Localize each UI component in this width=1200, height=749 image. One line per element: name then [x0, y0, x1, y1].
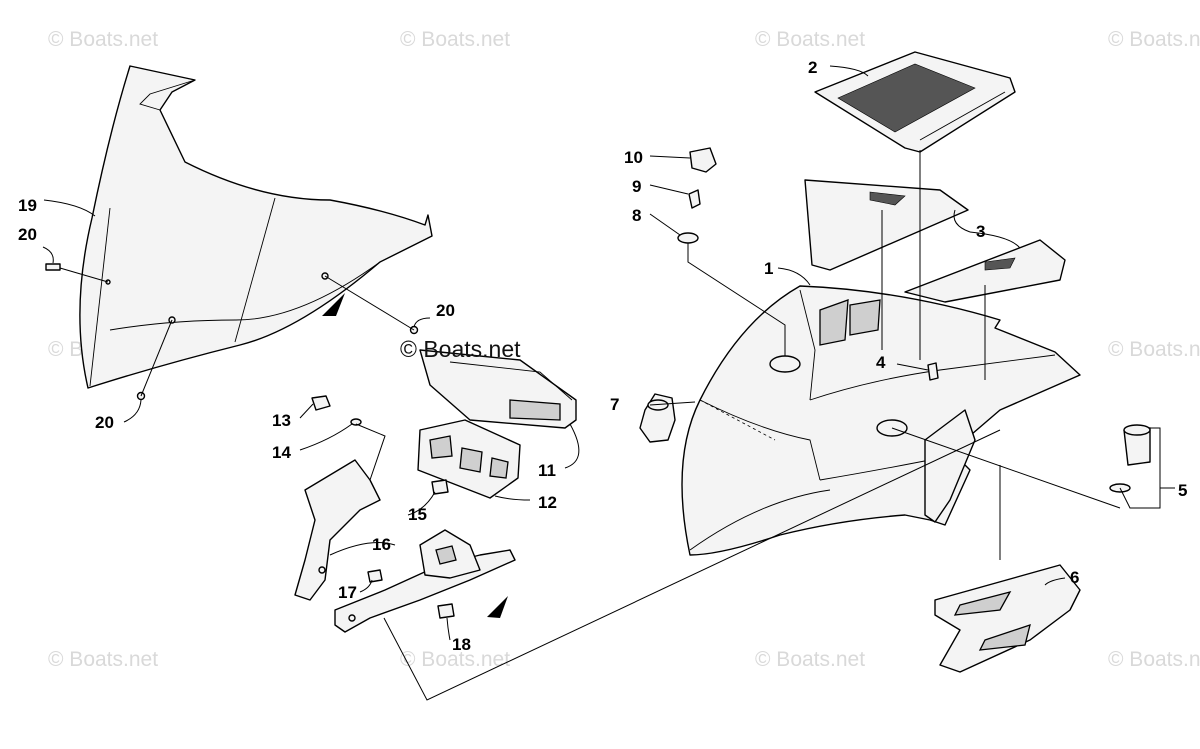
callout-12: 12	[538, 493, 557, 512]
callout-8: 8	[632, 206, 641, 225]
watermark-center: © Boats.net	[400, 336, 521, 362]
leader-lines	[42, 65, 1175, 701]
callout-16: 16	[372, 535, 391, 554]
watermark: © Boats.net	[755, 648, 865, 671]
watermark: © Boats.net	[1108, 648, 1200, 671]
callout-18: 18	[452, 635, 471, 654]
callout-10: 10	[624, 148, 643, 167]
callout-17: 17	[338, 583, 357, 602]
callout-20: 20	[95, 413, 114, 432]
callout-11: 11	[538, 461, 556, 480]
callout-14: 14	[272, 443, 291, 462]
part-mat-6	[934, 564, 1081, 673]
callout-4: 4	[876, 353, 886, 372]
callout-3: 3	[976, 222, 985, 241]
part-fasteners	[311, 395, 449, 495]
part-bolt-4	[927, 362, 939, 381]
part-tray-2	[814, 51, 1016, 153]
part-socket-5	[1109, 424, 1151, 493]
callout-labels: 19 20 20 20 13 14 11 12 15 16 17 18 10 9…	[18, 58, 1187, 654]
part-fasteners-17-18	[367, 569, 455, 619]
watermark: © Boats.net	[48, 648, 158, 671]
callout-20: 20	[18, 225, 37, 244]
callout-1: 1	[764, 259, 773, 278]
part-bracket-16	[294, 459, 516, 633]
callout-20: 20	[436, 301, 455, 320]
part-ignition-8-10	[677, 147, 717, 244]
part-bracket-12	[417, 419, 521, 499]
watermark: © Boats.net	[400, 648, 510, 671]
callout-15: 15	[408, 505, 427, 524]
callout-19: 19	[18, 196, 37, 215]
callout-9: 9	[632, 177, 641, 196]
part-hood-1	[681, 285, 1081, 556]
watermark: © Boats.net	[1108, 28, 1200, 51]
watermark: © Boats.net	[400, 28, 510, 51]
part-switch-7	[639, 393, 676, 443]
watermark: © Boats.net	[755, 28, 865, 51]
part-panels-3	[804, 179, 1066, 303]
watermark: © Boats.net	[48, 28, 158, 51]
watermark-group: © Boats.net © Boats.net © Boats.net © Bo…	[48, 28, 1200, 671]
callout-7: 7	[610, 395, 619, 414]
callout-2: 2	[808, 58, 817, 77]
callout-13: 13	[272, 411, 291, 430]
callout-5: 5	[1178, 481, 1187, 500]
callout-6: 6	[1070, 568, 1079, 587]
part-windshield	[79, 65, 433, 389]
watermark: © Boats.net	[1108, 338, 1200, 361]
arrow-markers	[322, 293, 508, 618]
